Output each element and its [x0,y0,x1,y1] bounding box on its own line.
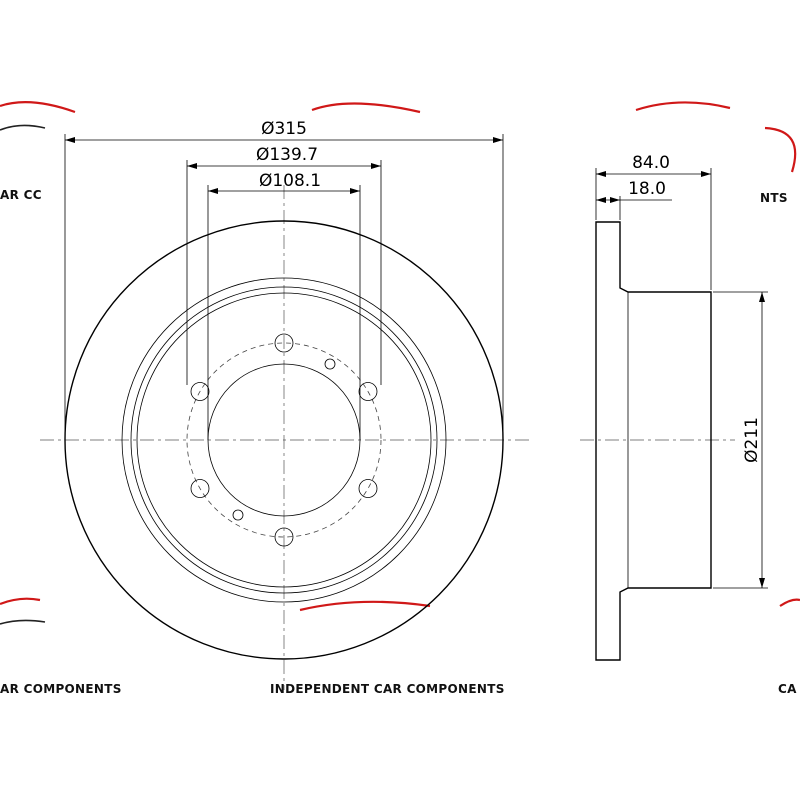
swoosh-top-right [635,101,731,112]
swoosh-top-center [311,102,421,114]
dim-outer-diameter: Ø315 [261,119,307,139]
swoosh-bottom-center [299,600,431,612]
small-hole [232,509,244,521]
small-hole [324,358,336,370]
bolt-hole [274,333,294,353]
side-view: 84.0 18.0 Ø211 [580,153,768,661]
swoosh-bottom-left [0,597,41,606]
watermark-center-bottom: INDEPENDENT CAR COMPONENTS [270,682,505,696]
dim-bore-diameter: Ø108.1 [259,171,321,191]
watermark-swooshes [0,101,800,625]
bolt-hole [358,382,378,401]
bolt-hole [190,382,210,401]
bolt-hole [190,479,210,498]
bolt-circle [186,342,382,538]
dim-total-height: 84.0 [632,153,670,173]
bolt-holes [190,333,378,547]
front-view: Ø315 Ø139.7 Ø108.1 [40,119,530,690]
watermark-left-top: AR CC [0,188,42,202]
hat-inner [136,292,432,588]
dim-pcd-diameter: Ø139.7 [256,145,318,165]
watermark-right-top: NTS [760,191,788,205]
disc-braking-inner [121,277,447,603]
hat-outer [130,286,438,594]
side-disc-profile [595,221,712,661]
bolt-hole [358,479,378,498]
bolt-hole [274,527,294,547]
watermark-left-bottom: AR COMPONENTS [0,682,122,696]
watermark-right-bottom: CA [778,682,797,696]
swoosh-right-mid [764,126,797,173]
swoosh-top-left [0,101,76,114]
swoosh-bottom-right [779,598,800,607]
disc-outer-edge [64,220,504,660]
dim-hat-diameter: Ø211 [742,417,762,463]
dim-disc-thickness: 18.0 [628,179,666,199]
